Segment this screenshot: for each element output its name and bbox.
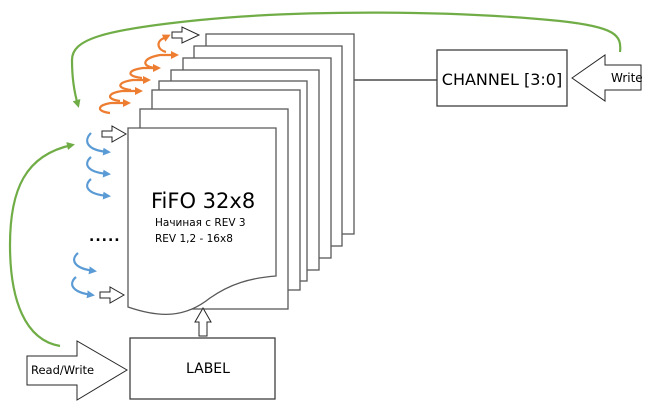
- write-arrow: [571, 54, 642, 102]
- label-box: [129, 337, 276, 400]
- up-block-arrow-icon: [194, 306, 212, 337]
- blue-loop-arrow: [73, 252, 97, 275]
- ellipsis-text: .....: [89, 229, 121, 245]
- orange-loop-arrow: [129, 64, 161, 80]
- orange-loop-arrow: [119, 76, 151, 92]
- right-block-arrow-icon: [171, 26, 201, 44]
- blue-read-pointer-arrows: [71, 132, 111, 299]
- write-label: Write: [611, 71, 643, 85]
- orange-loop-arrow: [98, 99, 131, 115]
- channel-box: [436, 49, 568, 107]
- fifo-front-document: [127, 127, 277, 315]
- blue-loop-arrow: [86, 178, 111, 200]
- label-block-label: LABEL: [186, 361, 230, 377]
- green-readwrite-feedback-arrow: [8, 142, 75, 348]
- orange-loop-arrow: [157, 34, 171, 54]
- blue-loop-arrow: [86, 132, 111, 156]
- right-block-arrow-icon: [101, 125, 128, 143]
- fifo-note-line2: REV 1,2 - 16x8: [155, 233, 233, 245]
- green-write-feedback-arrow: [70, 11, 622, 108]
- orange-loop-arrow: [109, 87, 143, 103]
- read-write-arrow: [26, 340, 128, 401]
- right-block-arrow-icon: [99, 286, 126, 304]
- blue-loop-arrow: [71, 276, 95, 299]
- blue-loop-arrow: [86, 156, 111, 178]
- orange-loop-arrow: [144, 51, 179, 70]
- fifo-note-line1: Начиная с REV 3: [155, 217, 246, 229]
- orange-write-pointer-arrows: [98, 34, 179, 115]
- channel-label: CHANNEL [3:0]: [442, 70, 562, 89]
- read-write-label: Read/Write: [31, 363, 94, 377]
- fifo-title: FiFO 32x8: [151, 189, 255, 213]
